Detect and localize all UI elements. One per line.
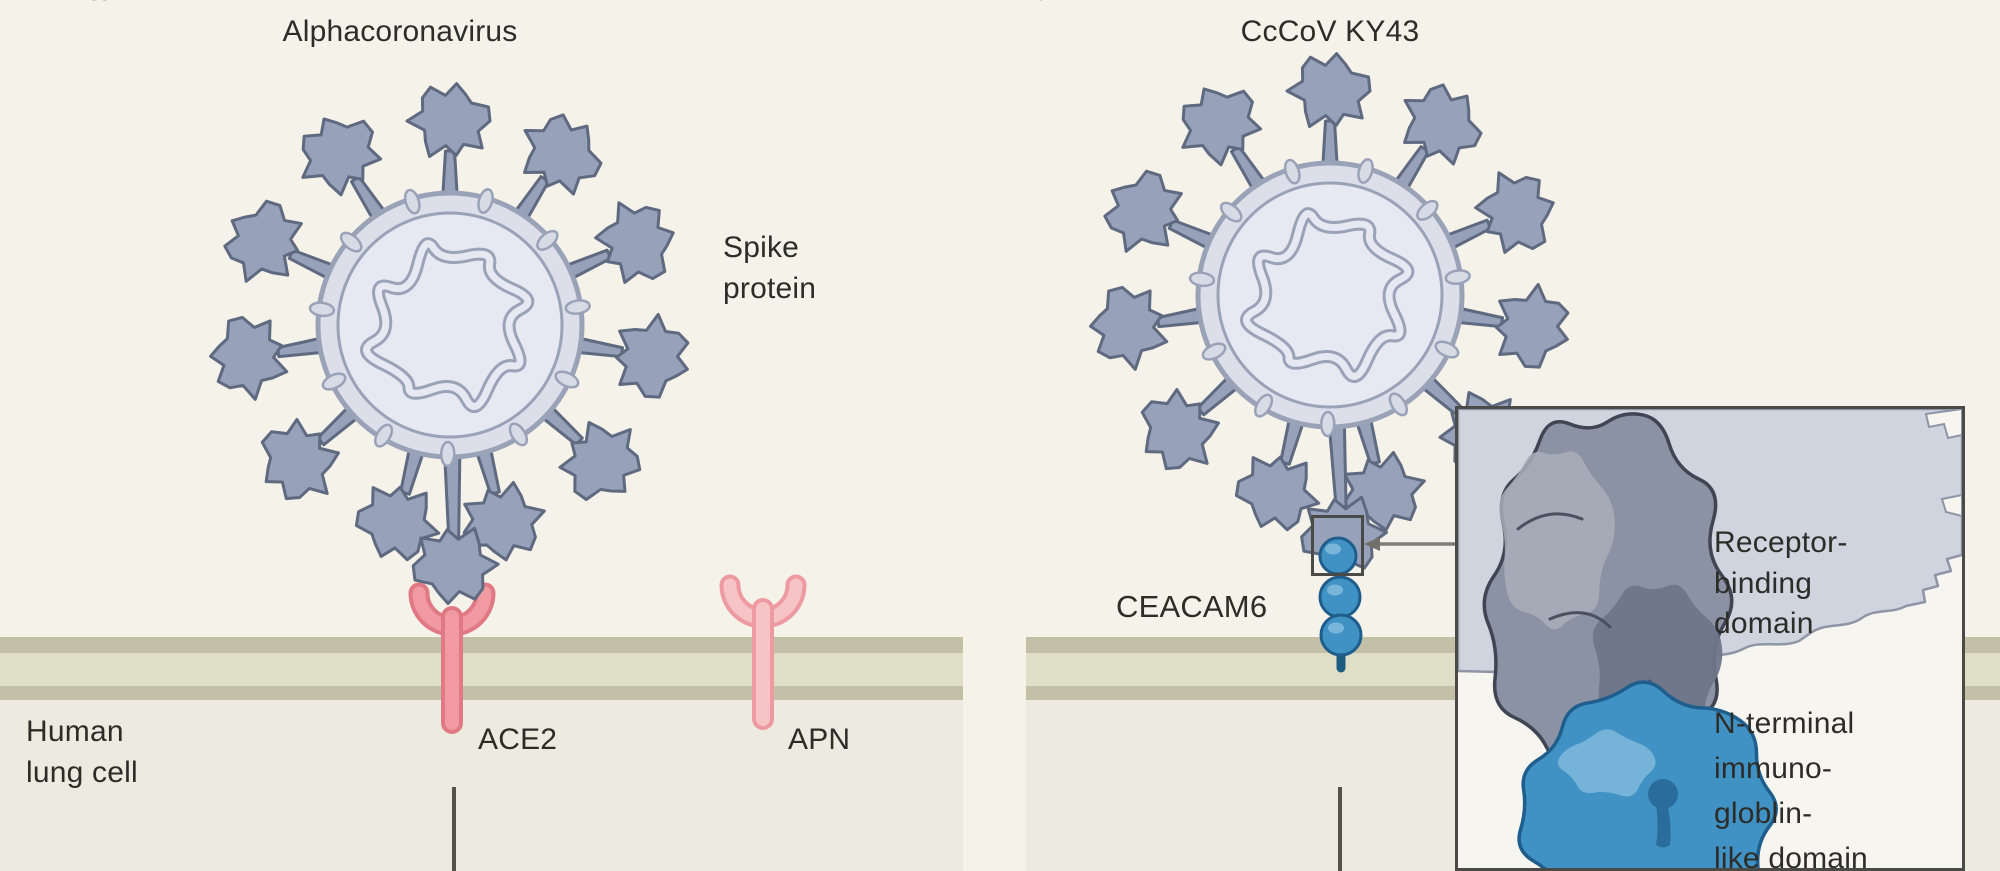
panel-b-letter: b bbox=[1028, 0, 1049, 9]
structure-inset-panel: Receptor- binding domain N-terminal immu… bbox=[1455, 406, 1965, 871]
panel-b-title: CcCoV KY43 bbox=[1240, 15, 1420, 48]
ace2-label: ACE2 bbox=[478, 723, 558, 756]
zoom-callout-box bbox=[1311, 515, 1364, 576]
ceacam6-label: CEACAM6 bbox=[1116, 589, 1268, 624]
callout-arrow-icon bbox=[1364, 537, 1468, 551]
cell-membrane-left bbox=[0, 637, 963, 700]
receptor-binding-domain-label: Receptor- binding domain bbox=[1714, 526, 1848, 640]
n-terminal-ig-domain-label: N-terminal immuno- globlin- like domain bbox=[1714, 707, 1868, 871]
panel-a-letter: a bbox=[88, 0, 107, 9]
human-lung-cell-label: Human lung cell bbox=[26, 715, 138, 789]
cccov-virion-illustration bbox=[1089, 52, 1570, 575]
pointer-line-left bbox=[452, 787, 456, 871]
cell-interior-left bbox=[0, 700, 963, 871]
spike-protein-label: Spike protein bbox=[723, 231, 817, 305]
pointer-line-right bbox=[1338, 787, 1342, 871]
ace2-receptor-illustration bbox=[408, 582, 496, 734]
alphacoronavirus-virion-illustration bbox=[209, 82, 690, 605]
panel-a-title: Alphacoronavirus bbox=[282, 15, 518, 48]
spike-receptor-structure-illustration bbox=[1458, 409, 1962, 868]
apn-label: APN bbox=[788, 723, 851, 756]
apn-receptor-illustration bbox=[719, 574, 807, 730]
ceacam6-receptor-illustration bbox=[1318, 536, 1363, 673]
